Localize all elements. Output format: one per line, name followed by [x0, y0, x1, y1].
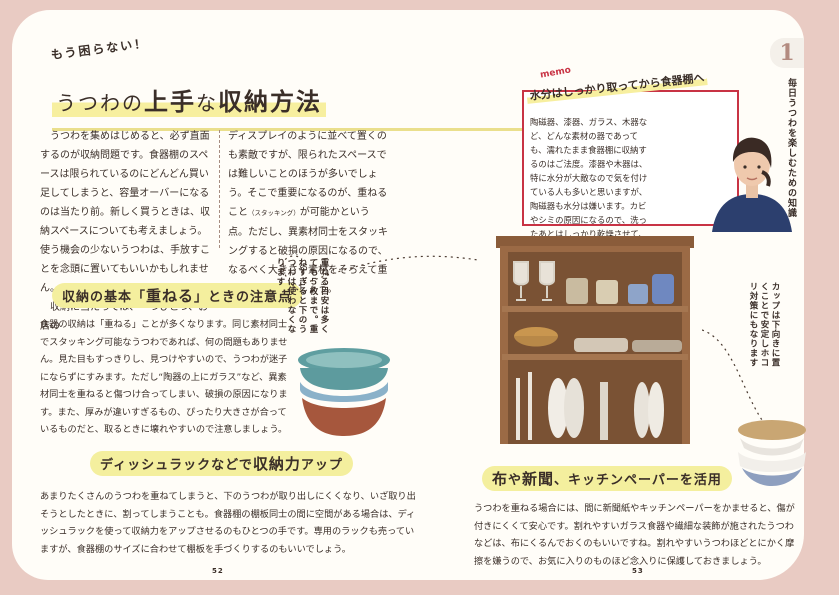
- heading-emphasis: 収納力: [252, 455, 301, 473]
- page-number-right: 53: [632, 567, 644, 575]
- page-number-left: 52: [212, 567, 224, 575]
- person-illustration: [712, 137, 792, 232]
- title-part: つ: [78, 91, 100, 115]
- title-part: の: [122, 91, 144, 115]
- section-body-cloth: うつわを重ねる場合には、間に新聞紙やキッチンペーパーをかませると、傷が付きにくく…: [474, 503, 795, 567]
- section-body-dish-rack: あまりたくさんのうつわを重ねてしまうと、下のうつわが取り出しにくくなり、いざ取り…: [40, 491, 416, 555]
- section-body-stacking: 食器の収納は「重ねる」ことが多くなります。同じ素材同士でスタッキング可能なうつわ…: [40, 319, 288, 435]
- page-sheet: 1 毎日うつわを楽しむための知識 もう困らない！ うつわの上手な収納方法 うつわ…: [12, 10, 806, 580]
- title-part: 収納方法: [218, 88, 322, 116]
- heading-emphasis: 重ねる: [146, 287, 195, 305]
- stacked-bowls-illustration: [298, 348, 390, 436]
- cup-note: カップは下向きに置くことで安定しホコリ対策にもなります: [748, 282, 780, 368]
- title-underline: [52, 128, 522, 131]
- heading-text: 、キッチンペーパーを活用: [554, 473, 722, 488]
- title-part: う: [56, 91, 78, 115]
- wrapped-bowls-illustration: [738, 420, 806, 486]
- section-heading-stacking: 収納の基本「重ねる」ときの注意点: [52, 283, 303, 308]
- stack-note: 重ねる目安は多くても５枚まで。重ねすぎると下のうつわは使わなくなります: [275, 258, 329, 334]
- intro-paragraph: ディスプレイのように並べて置くのも素敵ですが、限られたスペースでは難しいことのほ…: [228, 131, 388, 218]
- section-heading-cloth: 布や新聞、キッチンペーパーを活用: [482, 466, 732, 491]
- heading-text: アップ: [300, 458, 343, 473]
- heading-text: ディッシュラックなどで: [100, 458, 253, 473]
- heading-emphasis: 新聞: [522, 470, 555, 488]
- heading-text: 収納の基本「: [62, 290, 147, 305]
- dotted-guide-line: [281, 255, 479, 293]
- heading-text: 」ときの注意点: [194, 290, 293, 305]
- title-part: わ: [100, 91, 122, 115]
- chapter-tab: 1: [770, 38, 804, 68]
- page-title: うつわの上手な収納方法: [52, 82, 326, 117]
- title-part: 上手: [144, 88, 196, 116]
- memo-tag: memo: [539, 65, 572, 81]
- column-divider: [219, 130, 221, 248]
- kicker-text: もう困らない！: [50, 36, 149, 63]
- heading-text: や: [508, 473, 523, 488]
- intro-paragraph: うつわを集めはじめると、必ず直面するのが収納問題です。食器棚のスペースは限られて…: [40, 131, 210, 294]
- cabinet-illustration: [496, 236, 694, 444]
- chapter-side-label: 毎日うつわを楽しむための知識: [786, 78, 796, 218]
- heading-emphasis: 布: [492, 470, 509, 488]
- intro-small-text: （スタッキング）: [248, 209, 300, 217]
- section-heading-dish-rack: ディッシュラックなどで収納力アップ: [90, 451, 353, 476]
- title-part: な: [196, 91, 218, 115]
